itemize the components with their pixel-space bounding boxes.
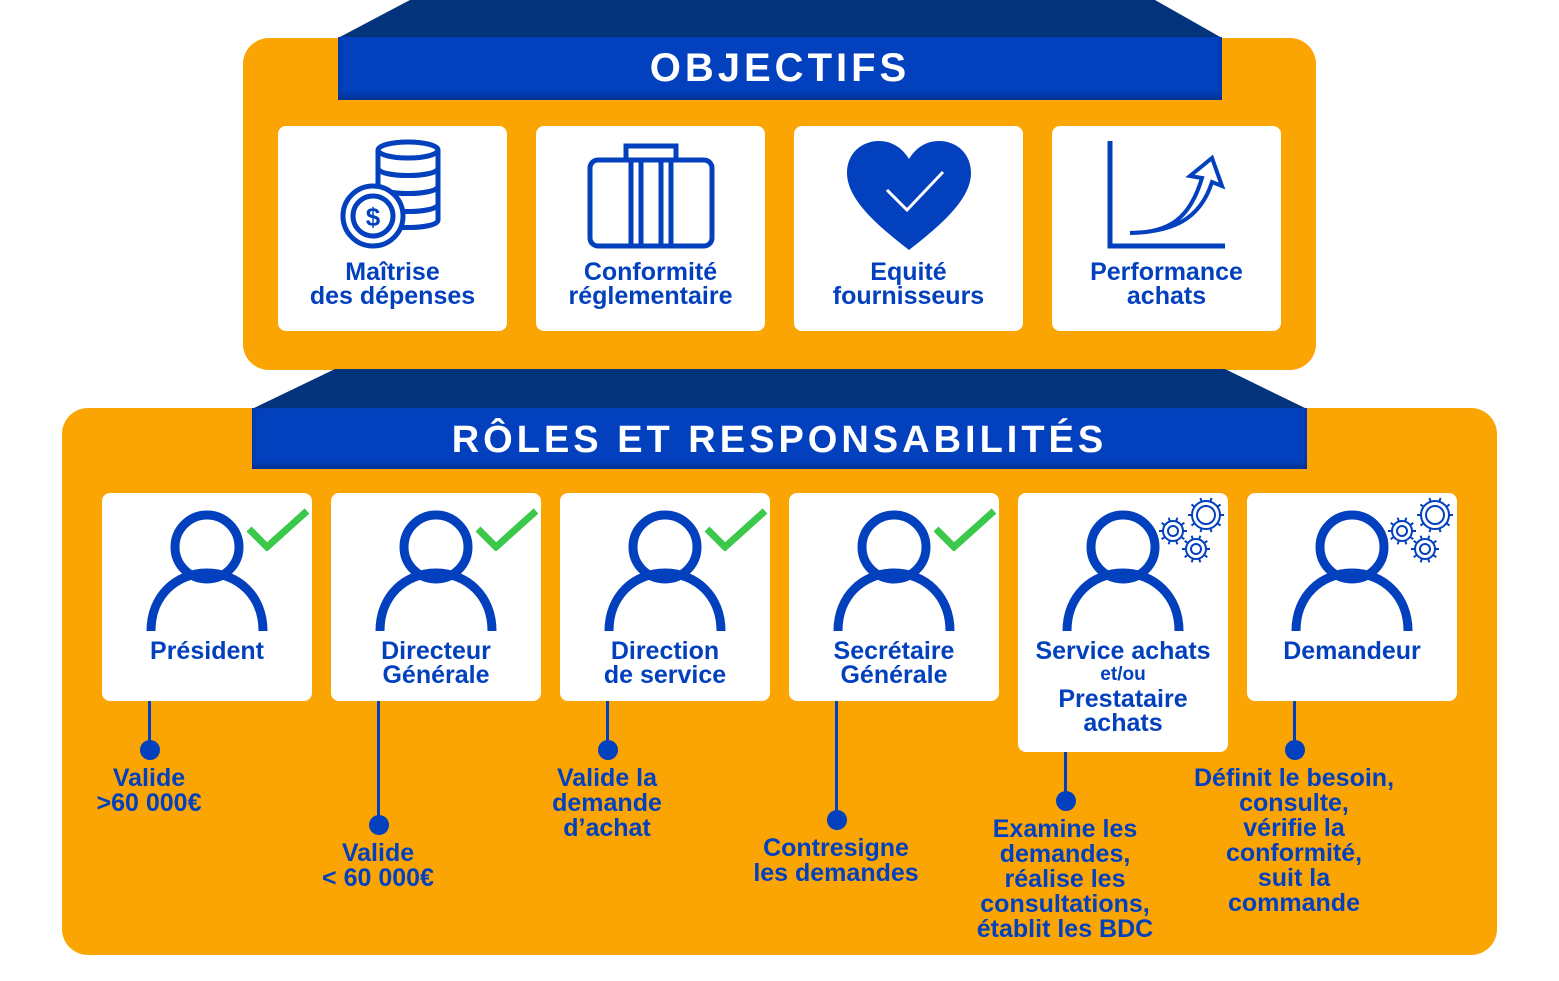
gears-icon (1388, 497, 1453, 563)
objective-label: Equité (870, 258, 947, 286)
role-label: Directeur (381, 637, 491, 665)
role-description-line: >60 000€ (96, 789, 202, 817)
connector-dot (827, 810, 847, 830)
role-description-line: Valide (341, 839, 415, 867)
connector-line (835, 701, 838, 820)
role-description-line: demande (552, 789, 662, 817)
role-description: Valide>60 000€ (29, 766, 269, 816)
objective-label: fournisseurs (832, 282, 985, 310)
role-description-line: consultations, (980, 890, 1150, 918)
connector-dot (140, 740, 160, 760)
role-label: Direction (610, 637, 720, 665)
role-description-line: Valide (112, 764, 186, 792)
connector-line (1064, 752, 1067, 801)
connector-line (1293, 701, 1296, 750)
role-card-demandeur: Demandeur (1247, 493, 1457, 701)
person-icon (146, 510, 268, 632)
role-description-line: commande (1228, 889, 1360, 917)
role-label: Secrétaire (833, 637, 955, 665)
role-description-line: Contresigne (763, 834, 909, 862)
person-icon (833, 510, 955, 632)
growth-chart-icon (1107, 141, 1225, 249)
role-description-line: établit les BDC (976, 915, 1154, 943)
roles-title: RÔLES ET RESPONSABILITÉS (252, 408, 1307, 469)
connector-dot (1056, 791, 1076, 811)
role-description-line: vérifie la (1243, 814, 1345, 842)
role-label: achats (1083, 709, 1163, 737)
role-description: Valide< 60 000€ (258, 841, 498, 891)
gears-icon (1159, 497, 1224, 563)
role-description-line: Examine les (992, 815, 1138, 843)
role-description-line: < 60 000€ (322, 864, 434, 892)
check-icon (246, 508, 310, 551)
role-label: Générale (840, 661, 948, 689)
role-description-line: les demandes (753, 859, 919, 887)
role-description-line: suit la (1257, 864, 1331, 892)
role-label: Demandeur (1283, 637, 1421, 665)
objective-label: achats (1126, 282, 1207, 310)
role-description-line: conformité, (1225, 839, 1363, 867)
objectives-roof (338, 0, 1222, 38)
connector-line (148, 701, 151, 750)
coins-dollar-icon: $ (340, 139, 440, 249)
check-icon (933, 508, 997, 551)
objective-label: Maîtrise (345, 258, 440, 286)
role-description-line: demandes, (999, 840, 1131, 868)
heart-check-icon (846, 141, 971, 250)
role-label: Prestataire (1058, 685, 1188, 713)
role-description-line: Définit le besoin, (1193, 764, 1395, 792)
role-label: Président (150, 637, 264, 665)
objective-label: réglementaire (568, 282, 733, 310)
role-description-line: réalise les (1004, 865, 1126, 893)
connector-dot (369, 815, 389, 835)
connector-dot (1285, 740, 1305, 760)
connector-line (377, 701, 380, 825)
role-description-line: Valide la (556, 764, 658, 792)
roles-roof (252, 369, 1307, 409)
role-label: Service achats (1035, 637, 1211, 665)
connector-line (606, 701, 609, 750)
role-description-line: consulte, (1239, 789, 1349, 817)
role-label: de service (603, 661, 727, 689)
role-label: Générale (382, 661, 490, 689)
svg-text:$: $ (365, 202, 380, 232)
objective-label: des dépenses (309, 282, 476, 310)
role-description-line: d’achat (563, 814, 651, 842)
person-icon (375, 510, 497, 632)
person-icon (1062, 510, 1184, 632)
objective-label: Performance (1090, 258, 1243, 286)
briefcase-icon (587, 143, 714, 249)
check-icon (475, 508, 539, 551)
objectives-title: OBJECTIFS (338, 37, 1222, 100)
objective-label: Conformité (583, 258, 718, 286)
role-card-president: Président (102, 493, 312, 701)
connector-dot (598, 740, 618, 760)
person-icon (604, 510, 726, 632)
person-icon (1291, 510, 1413, 632)
role-label-connector: et/ou (1100, 664, 1146, 685)
check-icon (704, 508, 768, 551)
